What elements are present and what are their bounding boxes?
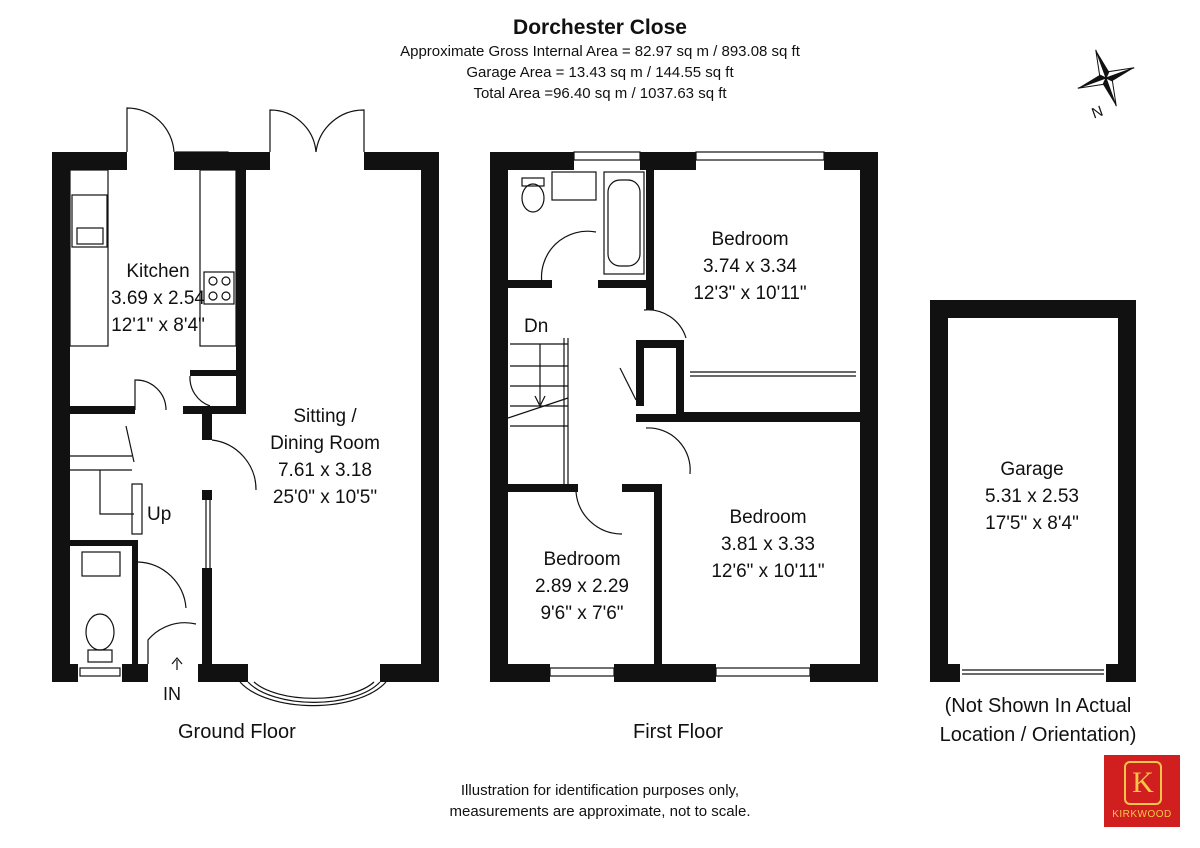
- room-metric: 7.61 x 3.18: [277, 460, 373, 481]
- room-metric: 3.74 x 3.34: [702, 256, 798, 277]
- room-metric: 5.31 x 2.53: [984, 486, 1080, 507]
- first-floor-label: First Floor: [633, 721, 723, 743]
- room-name: Bedroom: [543, 549, 621, 570]
- room-metric: 3.69 x 2.54: [110, 288, 206, 309]
- room-label-garage: Garage 5.31 x 2.53 17'5" x 8'4": [960, 456, 1104, 537]
- room-imperial: 25'0" x 10'5": [272, 487, 378, 508]
- gross-internal-area: Approximate Gross Internal Area = 82.97 …: [400, 43, 800, 60]
- logo-text: KIRKWOOD: [1112, 809, 1172, 820]
- disclaimer-line-1: Illustration for identification purposes…: [460, 782, 740, 799]
- stairs-down-label: Dn: [524, 316, 549, 337]
- ground-floor-label: Ground Floor: [178, 721, 296, 743]
- entrance-label: IN: [163, 684, 181, 704]
- room-imperial: 12'6" x 10'11": [711, 561, 825, 582]
- plan-title: Dorchester Close: [513, 16, 687, 39]
- garage-note-line-2: Location / Orientation): [939, 724, 1137, 746]
- room-label-kitchen: Kitchen 3.69 x 2.54 12'1" x 8'4": [100, 258, 216, 339]
- room-name: Bedroom: [729, 507, 807, 528]
- room-name: Bedroom: [711, 229, 789, 250]
- room-label-bedroom-2: Bedroom 3.81 x 3.33 12'6" x 10'11": [694, 504, 842, 585]
- room-label-bedroom-3: Bedroom 2.89 x 2.29 9'6" x 7'6": [518, 546, 646, 627]
- room-name: Sitting /: [293, 406, 357, 427]
- garage-area: Garage Area = 13.43 sq m / 144.55 sq ft: [466, 64, 734, 81]
- room-imperial: 12'3" x 10'11": [693, 283, 807, 304]
- compass-rose-icon: [1077, 49, 1135, 107]
- stairs-up-label: Up: [147, 504, 172, 525]
- first-floor-walls: [490, 152, 878, 682]
- garage-note-line-1: (Not Shown In Actual: [944, 695, 1132, 717]
- room-metric: 2.89 x 2.29: [534, 576, 630, 597]
- room-imperial: 9'6" x 7'6": [540, 603, 624, 624]
- room-label-sitting-dining: Sitting / Dining Room 7.61 x 3.18 25'0" …: [246, 403, 404, 511]
- logo-monogram: K: [1124, 761, 1162, 805]
- room-name-2: Dining Room: [270, 433, 380, 454]
- room-imperial: 17'5" x 8'4": [985, 513, 1079, 534]
- room-metric: 3.81 x 3.33: [720, 534, 816, 555]
- garage-note: (Not Shown In Actual Location / Orientat…: [920, 692, 1156, 750]
- room-imperial: 12'1" x 8'4": [111, 315, 205, 336]
- room-label-bedroom-1: Bedroom 3.74 x 3.34 12'3" x 10'11": [676, 226, 824, 307]
- room-name: Garage: [1000, 459, 1064, 480]
- disclaimer-line-2: measurements are approximate, not to sca…: [449, 803, 751, 820]
- total-area: Total Area =96.40 sq m / 1037.63 sq ft: [473, 85, 727, 102]
- ground-floor-walls: [52, 152, 439, 682]
- room-name: Kitchen: [126, 261, 190, 282]
- garage-walls: [930, 300, 1136, 682]
- kirkwood-logo: K KIRKWOOD: [1104, 755, 1180, 827]
